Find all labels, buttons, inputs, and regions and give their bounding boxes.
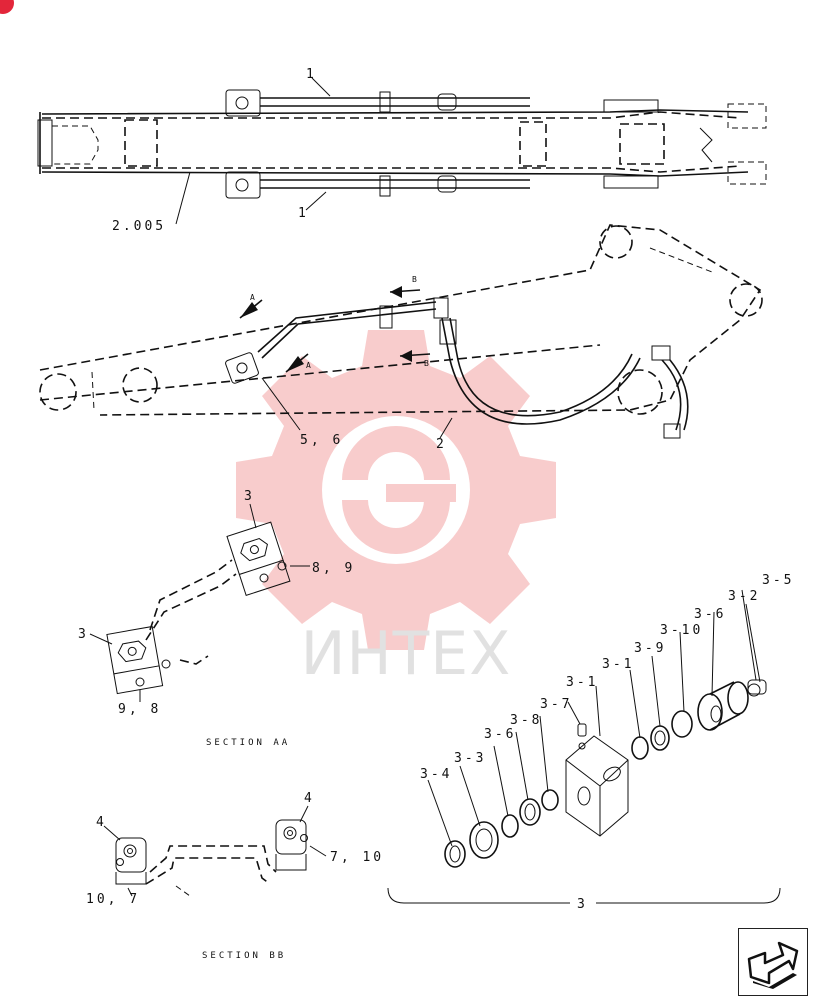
section-bb-drawing [103, 805, 327, 897]
section-aa-bolts-upper: 8, 9 [312, 561, 355, 576]
section-aa-clamp-lower: 3 [78, 627, 89, 642]
section-b-lower-label: B [424, 359, 429, 368]
watermark-text: ИНТЕХ [301, 619, 512, 689]
section-bb-clamp-right: 4 [304, 791, 315, 806]
next-page-button[interactable] [738, 928, 808, 996]
section-aa-drawing [89, 503, 310, 702]
section-bb-title: SECTION BB [202, 951, 286, 961]
exploded-assembly-drawing [387, 589, 781, 904]
section-bb-bolts-left: 10, 7 [86, 892, 140, 907]
boom-top-view [37, 77, 767, 225]
exploded-part-3-8: 3-8 [510, 713, 542, 728]
next-page-arrow-icon [747, 941, 799, 989]
section-a-upper-label: A [250, 293, 255, 302]
exploded-part-3-9: 3-9 [634, 641, 666, 656]
section-bb-bolts-right: 7, 10 [330, 850, 384, 865]
section-a-lower-label: A [306, 361, 311, 370]
section-bb-clamp-left: 4 [96, 815, 107, 830]
section-aa-bolts-lower: 9, 8 [118, 702, 161, 717]
boom-side-view [39, 224, 763, 439]
exploded-part-3-6-right: 3-6 [694, 607, 726, 622]
exploded-assembly-label: 3 [577, 897, 588, 912]
exploded-part-3-6-left: 3-6 [484, 727, 516, 742]
exploded-part-3-7: 3-7 [540, 697, 572, 712]
watermark: ИНТЕХ [236, 330, 556, 689]
exploded-part-3-1-lower: 3-1 [566, 675, 598, 690]
watermark-gear-icon [236, 330, 556, 650]
section-b-upper-label: B [412, 275, 417, 284]
exploded-part-3-3: 3-3 [454, 751, 486, 766]
brand-badge-icon [0, 0, 14, 14]
callout-top-lower: 1 [298, 206, 309, 221]
section-aa-title: SECTION AA [206, 738, 290, 748]
callout-fittings: 5, 6 [300, 433, 343, 448]
exploded-part-3-1-upper: 3-1 [602, 657, 634, 672]
exploded-part-3-4: 3-4 [420, 767, 452, 782]
section-aa-clamp-upper: 3 [244, 489, 255, 504]
callout-top-ref: 2.005 [112, 219, 166, 234]
exploded-part-3-10: 3-10 [660, 623, 703, 638]
exploded-part-3-5: 3-5 [762, 573, 794, 588]
callout-top-upper: 1 [306, 67, 317, 82]
exploded-part-3-2: 3-2 [728, 589, 760, 604]
callout-hose: 2 [436, 437, 447, 452]
